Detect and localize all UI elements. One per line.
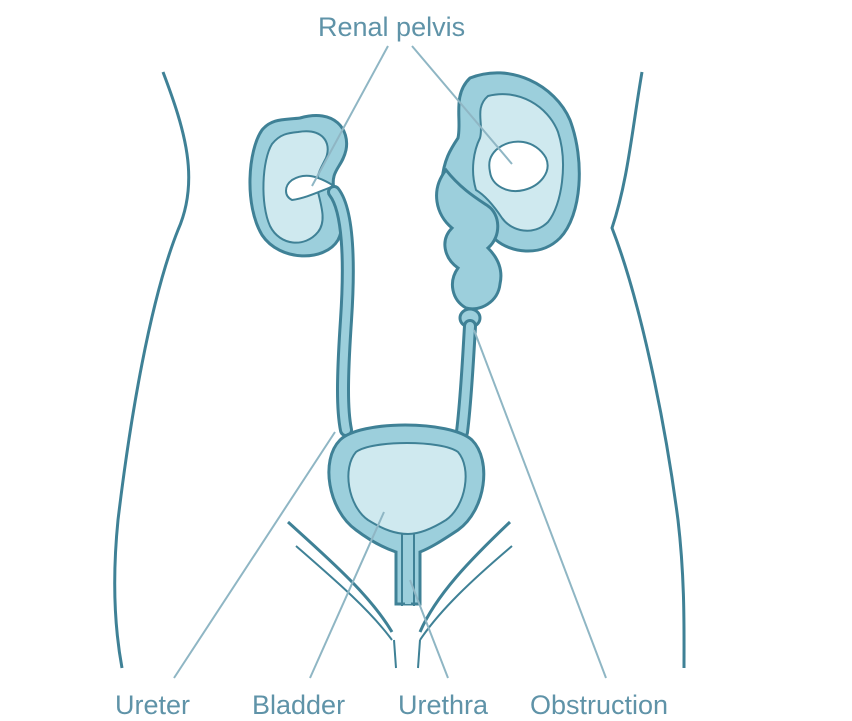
leader-bladder (310, 512, 384, 678)
body-outline-left (115, 72, 189, 668)
leader-obstruction (474, 330, 606, 678)
renal-pelvis-label: Renal pelvis (318, 14, 465, 41)
leg-gap-lines (394, 640, 420, 668)
groin-line-left-inner (296, 546, 392, 640)
bladder-label: Bladder (252, 692, 345, 719)
body-outline-right (612, 72, 684, 668)
urethra-label: Urethra (398, 692, 488, 719)
groin-line-right-inner (420, 546, 512, 640)
obstruction-label: Obstruction (530, 692, 668, 719)
leader-ureter (174, 432, 335, 678)
ureter-label: Ureter (115, 692, 190, 719)
